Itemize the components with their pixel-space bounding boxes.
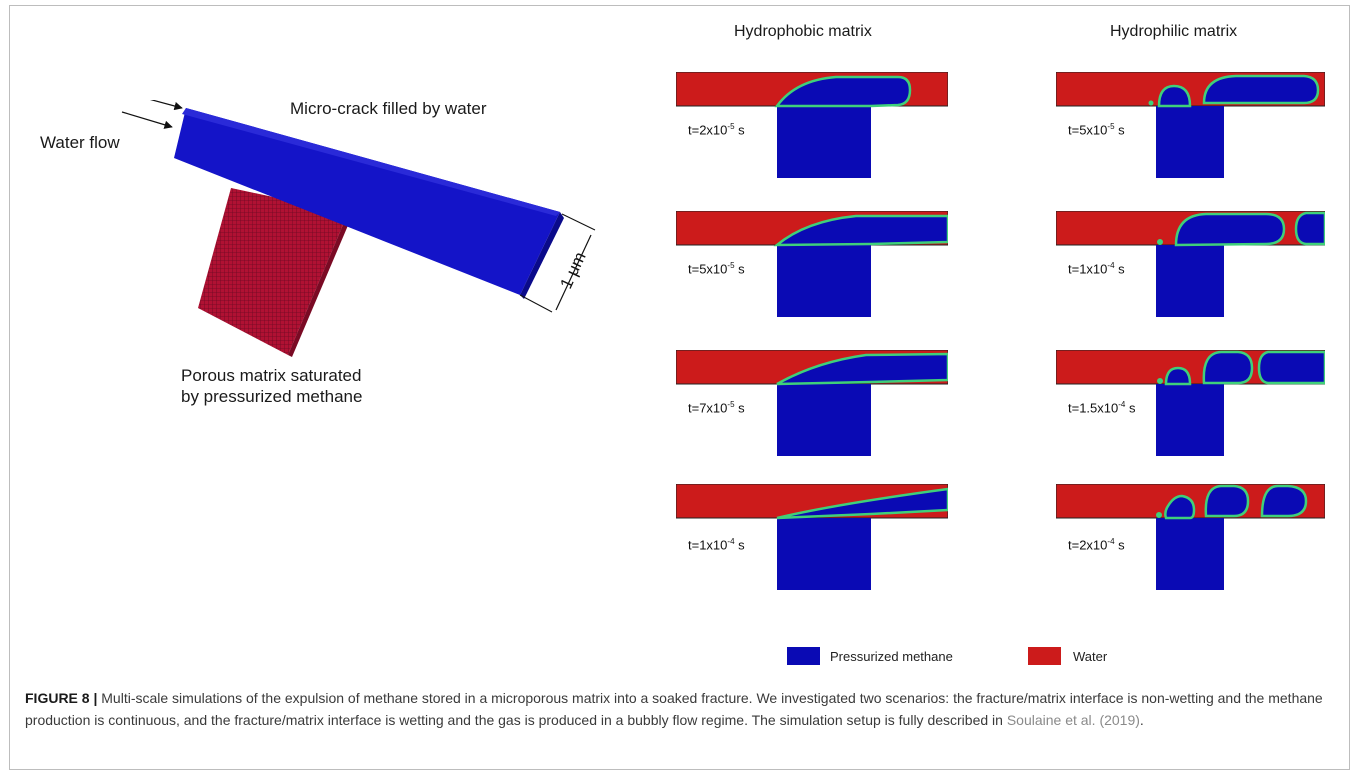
hydrophilic-time-3: t=1.5x10-4 s [1068, 400, 1136, 416]
porous-matrix-block [198, 188, 348, 355]
hydrophilic-panel-3 [1056, 350, 1325, 456]
caption-end: . [1139, 712, 1144, 728]
hydrophobic-panel-3 [676, 350, 948, 456]
hydrophilic-title: Hydrophilic matrix [1110, 23, 1238, 40]
scale-label: 1 μm [556, 249, 589, 292]
water-flow-arrow [149, 100, 183, 111]
legend-methane-swatch [787, 647, 820, 665]
caption-text: Multi-scale simulations of the expulsion… [25, 690, 1323, 728]
legend-water-swatch [1028, 647, 1061, 665]
hydrophobic-time-4: t=1x10-4 s [688, 537, 745, 553]
hydrophobic-panel-4 [676, 484, 948, 590]
hydrophobic-panel-1 [676, 72, 948, 178]
legend-methane-label: Pressurized methane [830, 649, 953, 664]
caption-label: FIGURE 8 | [25, 690, 98, 706]
water-flow-arrow [121, 111, 173, 129]
legend-water-label: Water [1073, 649, 1108, 664]
schematic-3d: 1 μm [121, 100, 596, 357]
hydrophilic-time-1: t=5x10-5 s [1068, 122, 1125, 138]
hydrophilic-time-2: t=1x10-4 s [1068, 261, 1125, 277]
matrix-label-line2: by pressurized methane [181, 387, 363, 406]
scale-bar [555, 234, 592, 311]
hydrophilic-panel-4 [1056, 484, 1325, 590]
matrix-label-line1: Porous matrix saturated [181, 366, 362, 385]
hydrophilic-panel-2 [1056, 211, 1325, 317]
water-flow-label: Water flow [40, 133, 120, 152]
figure-caption: FIGURE 8 | Multi-scale simulations of th… [25, 687, 1335, 731]
hydrophilic-time-4: t=2x10-4 s [1068, 537, 1125, 553]
hydrophobic-time-2: t=5x10-5 s [688, 261, 745, 277]
hydrophilic-panel-1 [1056, 72, 1325, 178]
caption-reference-link[interactable]: Soulaine et al. (2019) [1006, 712, 1140, 728]
crack-label: Micro-crack filled by water [290, 99, 487, 118]
hydrophobic-title: Hydrophobic matrix [734, 23, 872, 40]
micro-crack-slab [174, 108, 560, 295]
hydrophobic-time-1: t=2x10-5 s [688, 122, 745, 138]
hydrophobic-time-3: t=7x10-5 s [688, 400, 745, 416]
figure-frame [9, 5, 1350, 770]
hydrophobic-panel-2 [676, 211, 948, 317]
